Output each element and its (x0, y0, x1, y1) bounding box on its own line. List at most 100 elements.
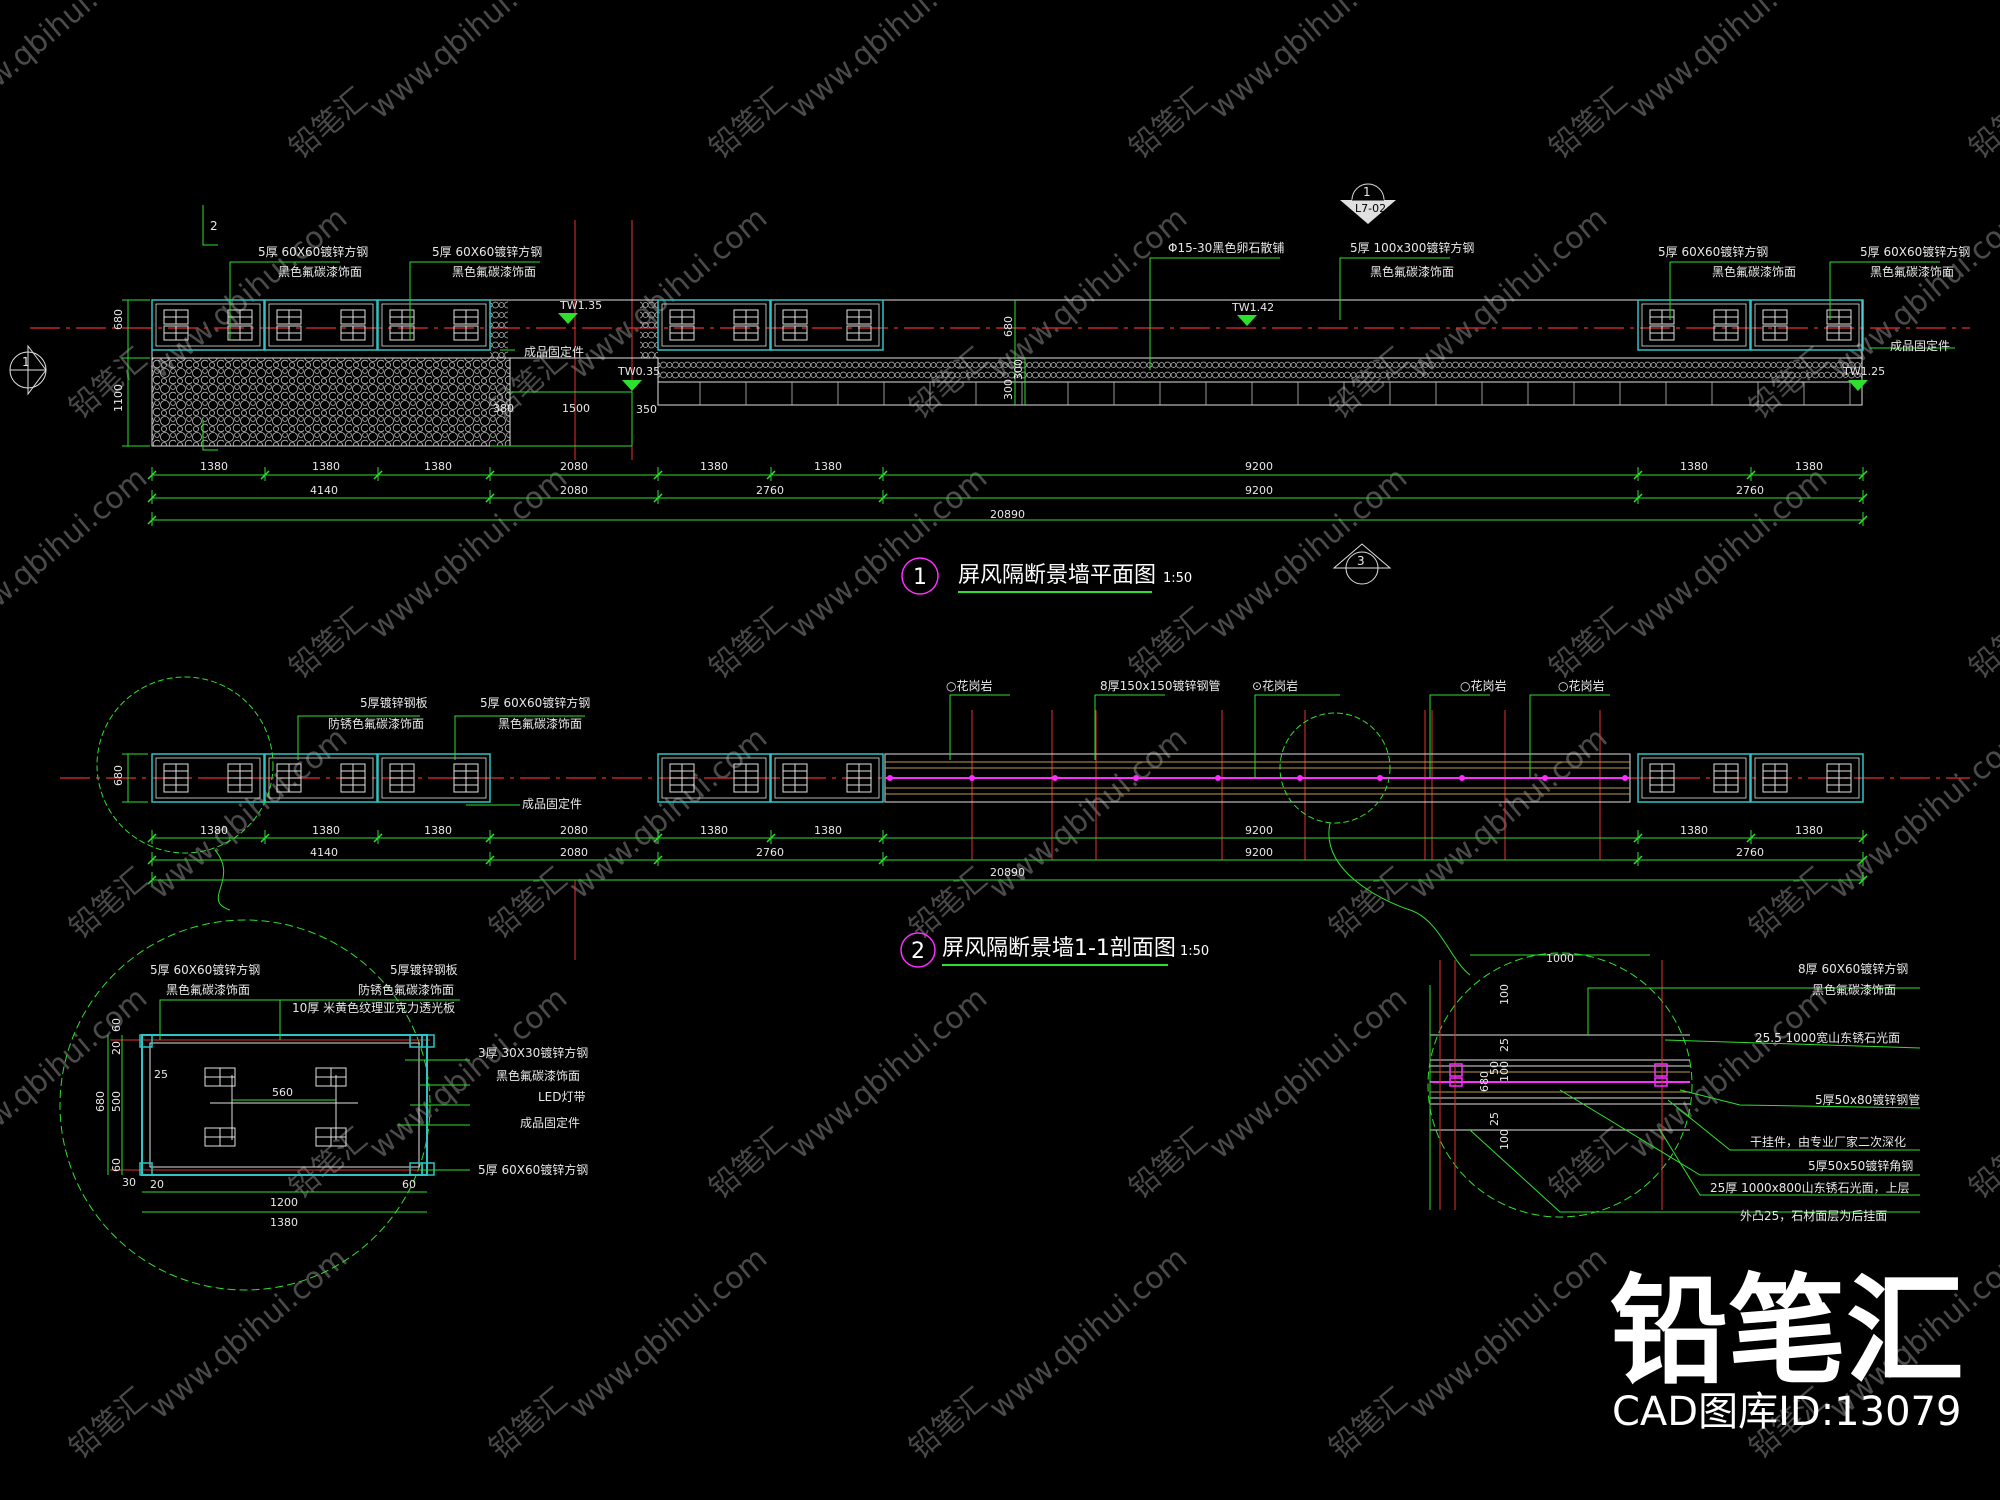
detail-right-label: 外凸25，石材面层为后挂面 (1740, 1209, 1887, 1223)
brand-logo-text: 铅笔汇 (1610, 1262, 1964, 1400)
svg-text:L7-02: L7-02 (1355, 202, 1386, 215)
detail-right-dim: 1000 (1546, 952, 1574, 965)
plan-dim-h: 300 (1012, 359, 1025, 380)
watermark-brand: 铅笔汇 (703, 1121, 794, 1206)
detail-right-label: 25厚 1000x800山东锈石光面，上层 (1710, 1181, 1910, 1195)
plan-label: 黑色氟碳漆饰面 (1870, 265, 1954, 279)
detail-right-dim: 100 (1498, 984, 1511, 1005)
watermark-brand: 铅笔汇 (283, 1121, 374, 1206)
section-dim-h: 680 (112, 765, 125, 786)
watermark-brand: 铅笔汇 (1543, 601, 1634, 686)
watermark-site: www.qbihui.com (0, 981, 154, 1166)
plan-panel (1750, 299, 1864, 351)
section-dim: 1380 (1680, 824, 1708, 837)
plan-panel (151, 299, 265, 351)
watermark-brand: 铅笔汇 (703, 81, 794, 166)
section-marker-3: 3 (1332, 543, 1392, 585)
section-dim: 1380 (424, 824, 452, 837)
detail-left-label: 5厚镀锌钢板 (390, 963, 458, 977)
watermark-brand: 铅笔汇 (283, 601, 374, 686)
watermark-brand: 铅笔汇 (1123, 1121, 1214, 1206)
watermark-site: www.qbihui.com (1823, 721, 2000, 906)
detail-right-label: 5厚50x80镀锌钢管 (1815, 1092, 1920, 1107)
svg-text:1: 1 (1363, 185, 1371, 199)
plan-panel (1637, 299, 1751, 351)
plan-dim: 1380 (200, 460, 228, 473)
watermark-brand: 铅笔汇 (1323, 1381, 1414, 1466)
detail-left-label: LED灯带 (538, 1090, 586, 1104)
watermark-brand: 铅笔汇 (1543, 1121, 1634, 1206)
section-panel (770, 753, 884, 803)
svg-text:3: 3 (1357, 554, 1365, 568)
section-dim: 2080 (560, 824, 588, 837)
watermark-site: www.qbihui.com (143, 721, 355, 906)
detail-left-dim: 20 (150, 1178, 164, 1191)
plan-panel (377, 299, 491, 351)
watermark-site: www.qbihui.com (1203, 461, 1415, 646)
detail-left: 5厚 60X60镀锌方钢 黑色氟碳漆饰面 5厚镀锌钢板 防锈色氟碳漆饰面 10厚… (59, 919, 588, 1291)
section-panel (1637, 753, 1751, 803)
section-dim-sub: 4140 (310, 846, 338, 859)
watermark-brand: 铅笔汇 (1123, 81, 1214, 166)
detail-right-dim: 680 (1478, 1071, 1491, 1092)
section-dim-total: 20890 (990, 866, 1025, 879)
watermark-brand: 铅笔汇 (1963, 81, 2000, 166)
watermark-site: www.qbihui.com (1623, 461, 1835, 646)
watermark-brand: 铅笔汇 (1963, 1121, 2000, 1206)
watermark-brand: 铅笔汇 (1543, 81, 1634, 166)
detail-left-dim: 1200 (270, 1196, 298, 1209)
plan-label: 5厚 100x300镀锌方钢 (1350, 240, 1474, 255)
watermark-brand: 铅笔汇 (1123, 601, 1214, 686)
section-marker-1: 1 (9, 344, 47, 396)
plan-title: 屏风隔断景墙平面图 (958, 563, 1156, 588)
detail-left-dim: 500 (110, 1091, 123, 1112)
plan-panel (770, 299, 884, 351)
section-dim-sub: 2760 (1736, 846, 1764, 859)
plan-label: 成品固定件 (1890, 338, 1950, 353)
watermark-brand: 铅笔汇 (1323, 861, 1414, 946)
plan-dim-sub: 4140 (310, 484, 338, 497)
section-dim: 1380 (312, 824, 340, 837)
section-dim-sub: 2080 (560, 846, 588, 859)
detail-left-label: 10厚 米黄色纹理亚克力透光板 (292, 1001, 455, 1015)
plan-dim-sub: 2760 (756, 484, 784, 497)
detail-left-dim: 1380 (270, 1216, 298, 1229)
plan-label: 5厚 60X60镀锌方钢 (258, 244, 368, 259)
watermark-site: www.qbihui.com (1203, 0, 1415, 126)
plan-label: 5厚 60X60镀锌方钢 (1658, 244, 1768, 259)
brand-caption: CAD图库ID:13079 (1612, 1389, 1961, 1435)
section-label: 成品固定件 (522, 796, 582, 811)
watermark-brand: 铅笔汇 (63, 1381, 154, 1466)
detail-left-label: 黑色氟碳漆饰面 (166, 983, 250, 997)
watermark-brand: 铅笔汇 (483, 861, 574, 946)
detail-left-dim: 560 (272, 1086, 293, 1099)
watermark-site: www.qbihui.com (563, 721, 775, 906)
elev-tw4: TW1.25 (1842, 365, 1885, 378)
detail-left-label: 防锈色氟碳漆饰面 (358, 982, 454, 997)
plan-label: 成品固定件 (524, 344, 584, 359)
detail-right-label: 25.5 1000宽山东锈石光面 (1755, 1030, 1900, 1045)
detail-right-label: 干挂件，由专业厂家二次深化 (1750, 1134, 1906, 1149)
watermark-site: www.qbihui.com (983, 1241, 1195, 1426)
section-dim: 1380 (1795, 824, 1823, 837)
plan-dim: 1380 (1680, 460, 1708, 473)
section-marker-top: 1 L7-02 (1340, 183, 1396, 224)
section-panel (1750, 753, 1864, 803)
watermark-site: www.qbihui.com (1403, 721, 1615, 906)
section-panel (377, 753, 491, 803)
detail-left-label: 5厚 60X60镀锌方钢 (150, 962, 260, 977)
plan-label: Φ15-30黑色卵石散铺 (1168, 240, 1284, 255)
plan-label: 黑色氟碳漆饰面 (1370, 265, 1454, 279)
plan-dim: 2080 (560, 460, 588, 473)
plan-label: 黑色氟碳漆饰面 (1712, 265, 1796, 279)
plan-scale: 1:50 (1163, 571, 1192, 586)
section-label: 5厚镀锌钢板 (360, 696, 428, 710)
watermark-site: www.qbihui.com (363, 461, 575, 646)
section-label: ○花岗岩 (1460, 678, 1506, 693)
watermark-brand: 铅笔汇 (1743, 861, 1834, 946)
watermark-site: www.qbihui.com (0, 461, 154, 646)
detail-left-dim: 60 (110, 1018, 123, 1032)
section-panel (151, 753, 265, 803)
detail-left-label: 黑色氟碳漆饰面 (496, 1069, 580, 1083)
